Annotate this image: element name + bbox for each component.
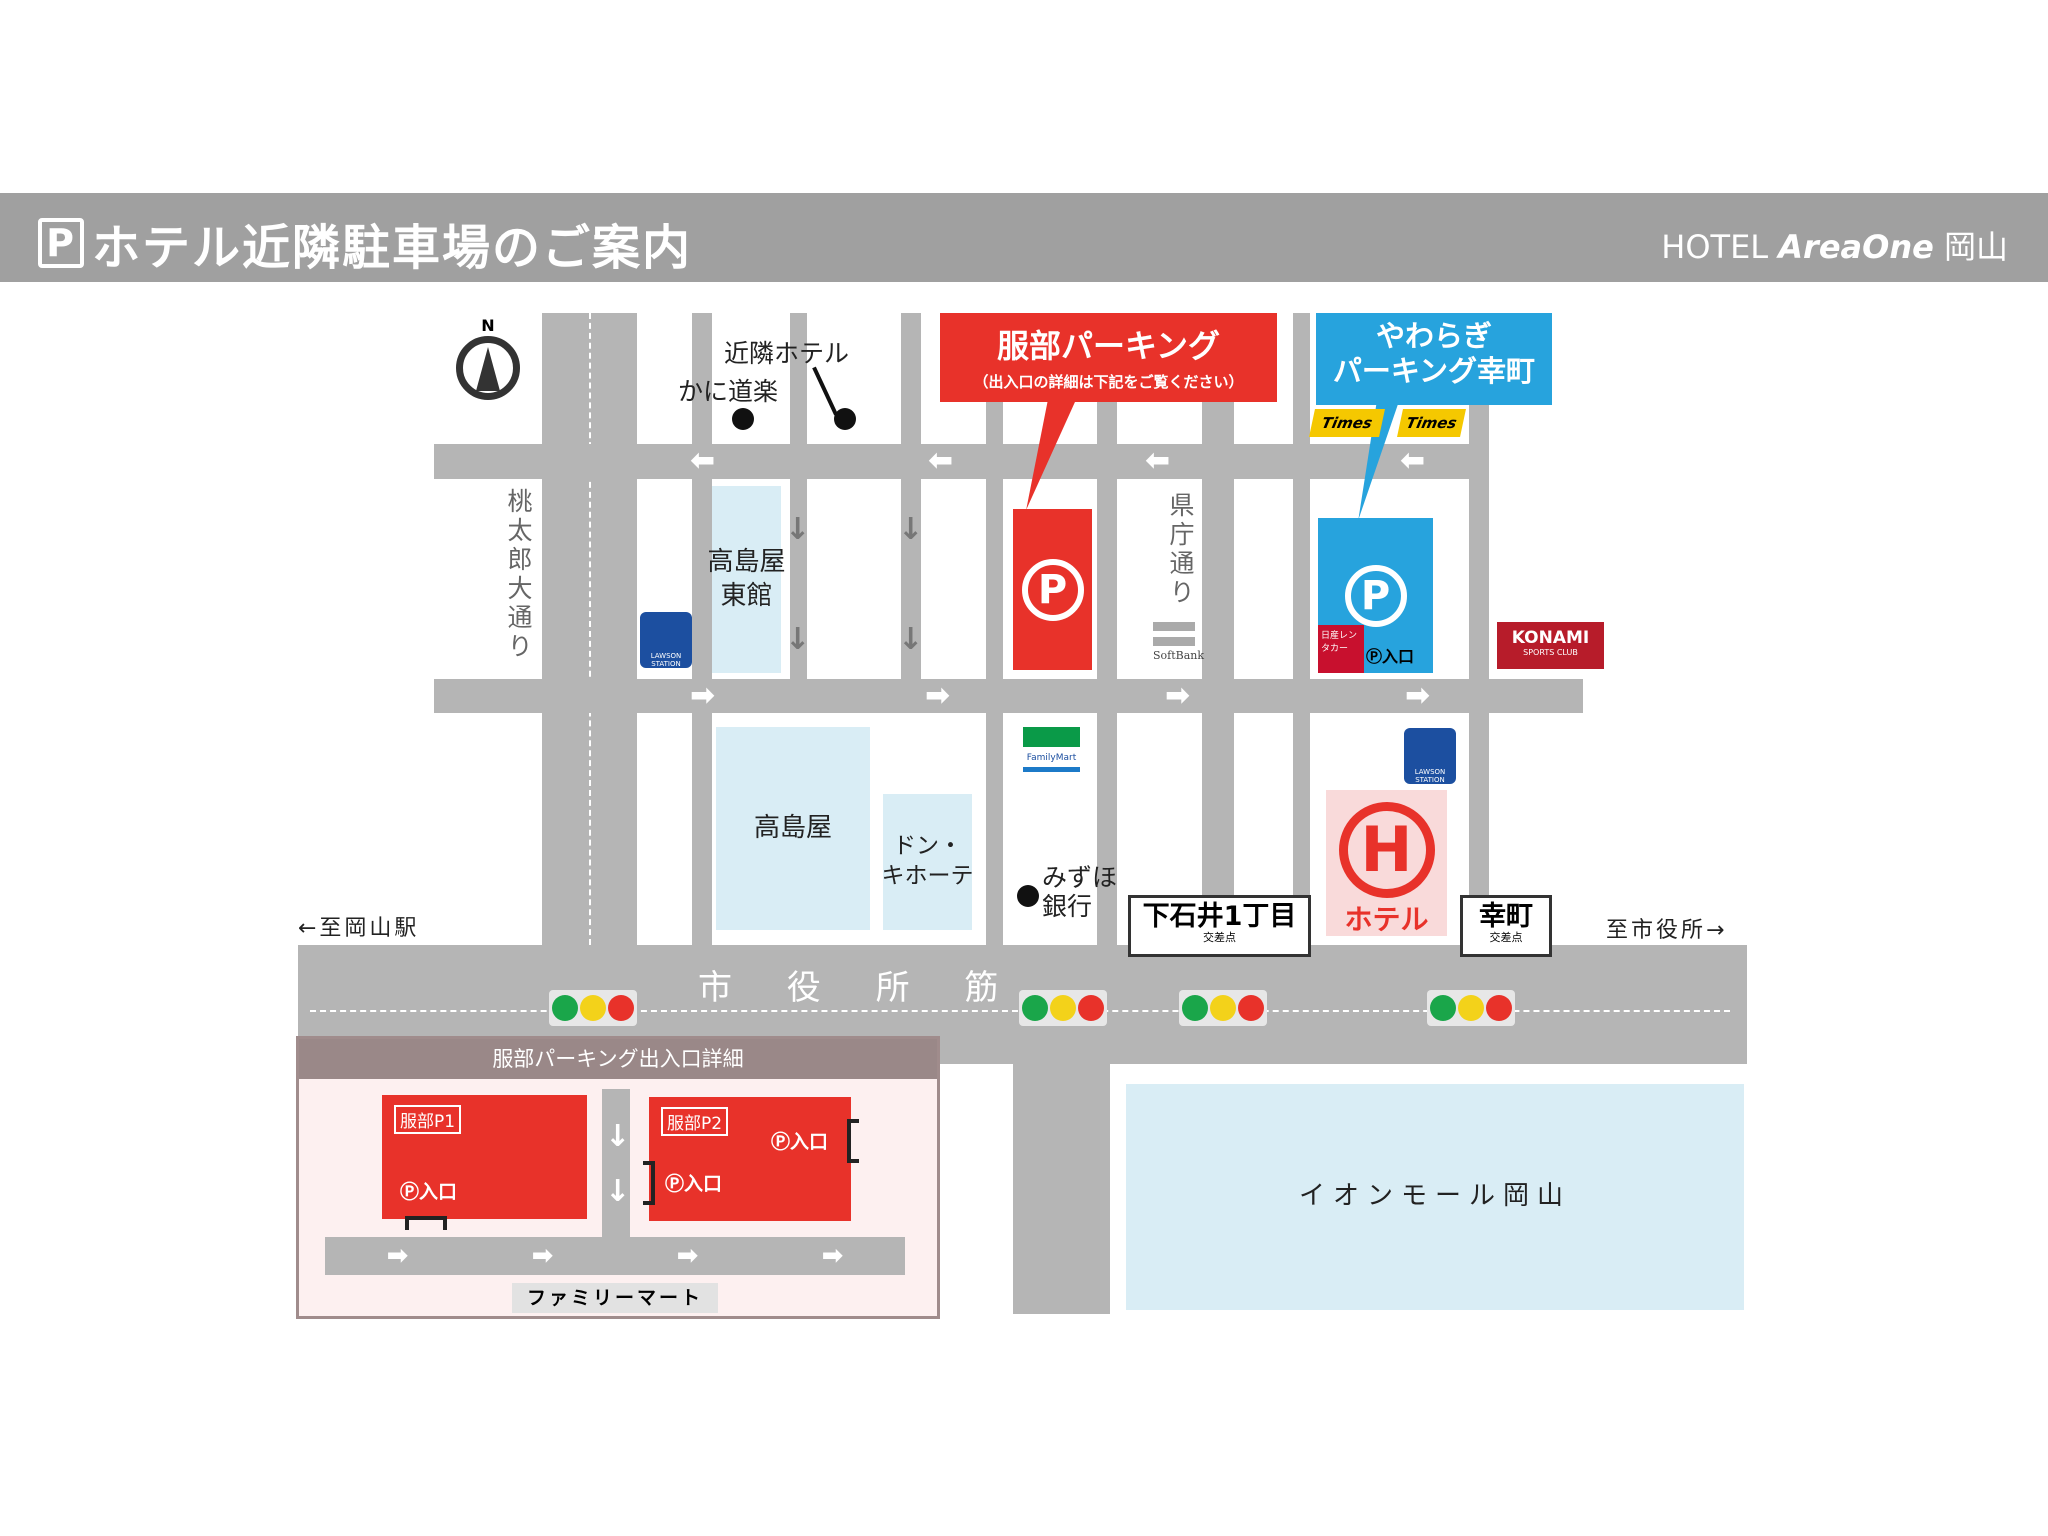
yawaragi-parking-lot[interactable]: P [1318,518,1433,673]
p2-entrance-label-east: Ⓟ入口 [771,1131,829,1153]
one-way-left-arrow-icon: ⬅ [1400,443,1426,478]
momotaro-odori-label: 桃太郎大通り [504,488,533,662]
traffic-light-icon [1427,990,1515,1026]
yawaragi-parking-callout: やわらぎパーキング幸町 [1316,313,1552,405]
intersection-shimoishii: 下石井1丁目交差点 [1128,895,1311,957]
logo-prefix: HOTEL [1661,228,1769,266]
hotel-areaone[interactable]: H ホテル [1326,790,1447,936]
familymart-text: FamilyMart [1026,753,1077,763]
hattori-p1-lot[interactable]: 服部P1 Ⓟ入口 [382,1095,587,1219]
p1-label: 服部P1 [394,1105,462,1134]
shiyakusho-suji-label: 市 役 所 筋 [698,968,1021,1008]
one-way-right-arrow-icon: ➡ [690,678,716,713]
callout-subtitle: （出入口の詳細は下記をご覧ください） [973,373,1244,391]
one-way-left-arrow-icon: ⬅ [928,443,954,478]
down-arrow-icon: ↓ [605,1174,631,1209]
hotel-label: ホテル [1344,903,1429,936]
parking-icon: P [1344,564,1407,627]
traffic-light-icon [549,990,637,1026]
entrance-marker [405,1216,447,1230]
don-quijote-building: ドン・ キホーテ [882,794,974,930]
hattori-parking-lot[interactable]: P [1013,509,1092,670]
one-way-down-arrow-icon: ↓ [898,512,924,547]
traffic-light-icon [1179,990,1267,1026]
p1-entrance-label: Ⓟ入口 [400,1181,458,1203]
to-okayama-station-label: ←至岡山駅 [298,916,420,941]
kani-doraku-label: かに道楽 [678,377,779,406]
intersection-saiwaicho: 幸町交差点 [1460,895,1552,957]
p2-entrance-label-west: Ⓟ入口 [665,1173,723,1195]
hotel-logo: HOTEL AreaOne 岡山 [1661,222,2008,268]
down-arrow-icon: ↓ [605,1119,631,1154]
intersection-name: 幸町 [1479,901,1533,932]
logo-brand: AreaOne [1778,228,1934,266]
callout-line2: パーキング幸町 [1332,353,1536,388]
takashimaya-building: 高島屋 [716,727,870,930]
aeon-mall-okayama: イオンモール岡山 [1126,1084,1744,1310]
one-way-right-arrow-icon: ➡ [1165,678,1191,713]
softbank-text: SoftBank [1153,649,1205,662]
detail-title: 服部パーキング出入口詳細 [299,1039,937,1079]
one-way-down-arrow-icon: ↓ [785,512,811,547]
one-way-down-arrow-icon: ↓ [898,622,924,657]
compass-north-label: N [481,316,495,335]
one-way-left-arrow-icon: ⬅ [690,443,716,478]
familymart-label: ファミリーマート [512,1283,718,1313]
compass-icon [456,336,520,400]
hattori-p2-lot[interactable]: 服部P2 Ⓟ入口 Ⓟ入口 [649,1097,851,1221]
entrance-marker [643,1161,655,1205]
logo-city: 岡山 [1943,228,2008,266]
location-dot-icon [834,408,856,430]
hattori-parking-callout: 服部パーキング （出入口の詳細は下記をご覧ください） [940,313,1277,402]
familymart-logo: FamilyMart [1023,727,1080,784]
entrance-marker [847,1119,859,1163]
intersection-sub: 交差点 [1489,930,1523,944]
softbank-logo: SoftBank [1153,622,1205,662]
one-way-right-arrow-icon: ➡ [1405,678,1431,713]
lawson-logo: LAWSON STATION [640,612,692,668]
times-parking-logo: Times [1397,409,1466,437]
traffic-light-icon [1019,990,1107,1026]
title-text: ホテル近隣駐車場のご案内 [92,220,693,276]
hattori-entrance-detail-panel: 服部パーキング出入口詳細 ↓ ↓ ➡➡➡➡ 服部P1 Ⓟ入口 服部P2 Ⓟ入口 … [296,1036,940,1319]
callout-title: 服部パーキング [996,327,1221,365]
nissan-rentacar-logo: 日産レンタカー [1318,625,1364,673]
pointer-line [812,366,838,416]
kencho-dori-label: 県庁通り [1166,492,1195,608]
konami-text: KONAMI [1511,628,1590,648]
to-city-hall-label: 至市役所→ [1606,918,1728,943]
one-way-left-arrow-icon: ⬅ [1145,443,1171,478]
parking-icon: P [38,218,84,268]
times-parking-logo: Times [1309,409,1385,437]
detail-road: ➡➡➡➡ [325,1237,905,1275]
takashimaya-east-building: 高島屋 東館 [708,486,786,673]
intersection-name: 下石井1丁目 [1142,901,1297,932]
location-dot-icon [1017,885,1039,907]
mizuho-bank-label: みずほ 銀行 [1042,863,1118,921]
hotel-icon: H [1338,802,1435,898]
callout-line1: やわらぎ [1375,319,1492,353]
konami-sub: SPORTS CLUB [1523,648,1578,657]
parking-icon: P [1021,558,1084,621]
one-way-right-arrow-icon: ➡ [925,678,951,713]
nearby-hotel-label: 近隣ホテル [724,339,850,368]
intersection-sub: 交差点 [1203,930,1236,944]
one-way-down-arrow-icon: ↓ [785,622,811,657]
yawaragi-entrance-label: Ⓟ入口 [1366,647,1415,666]
header-bar [0,193,2048,282]
p2-label: 服部P2 [661,1107,729,1136]
lawson-logo: LAWSON STATION [1404,728,1456,784]
location-dot-icon [732,408,754,430]
